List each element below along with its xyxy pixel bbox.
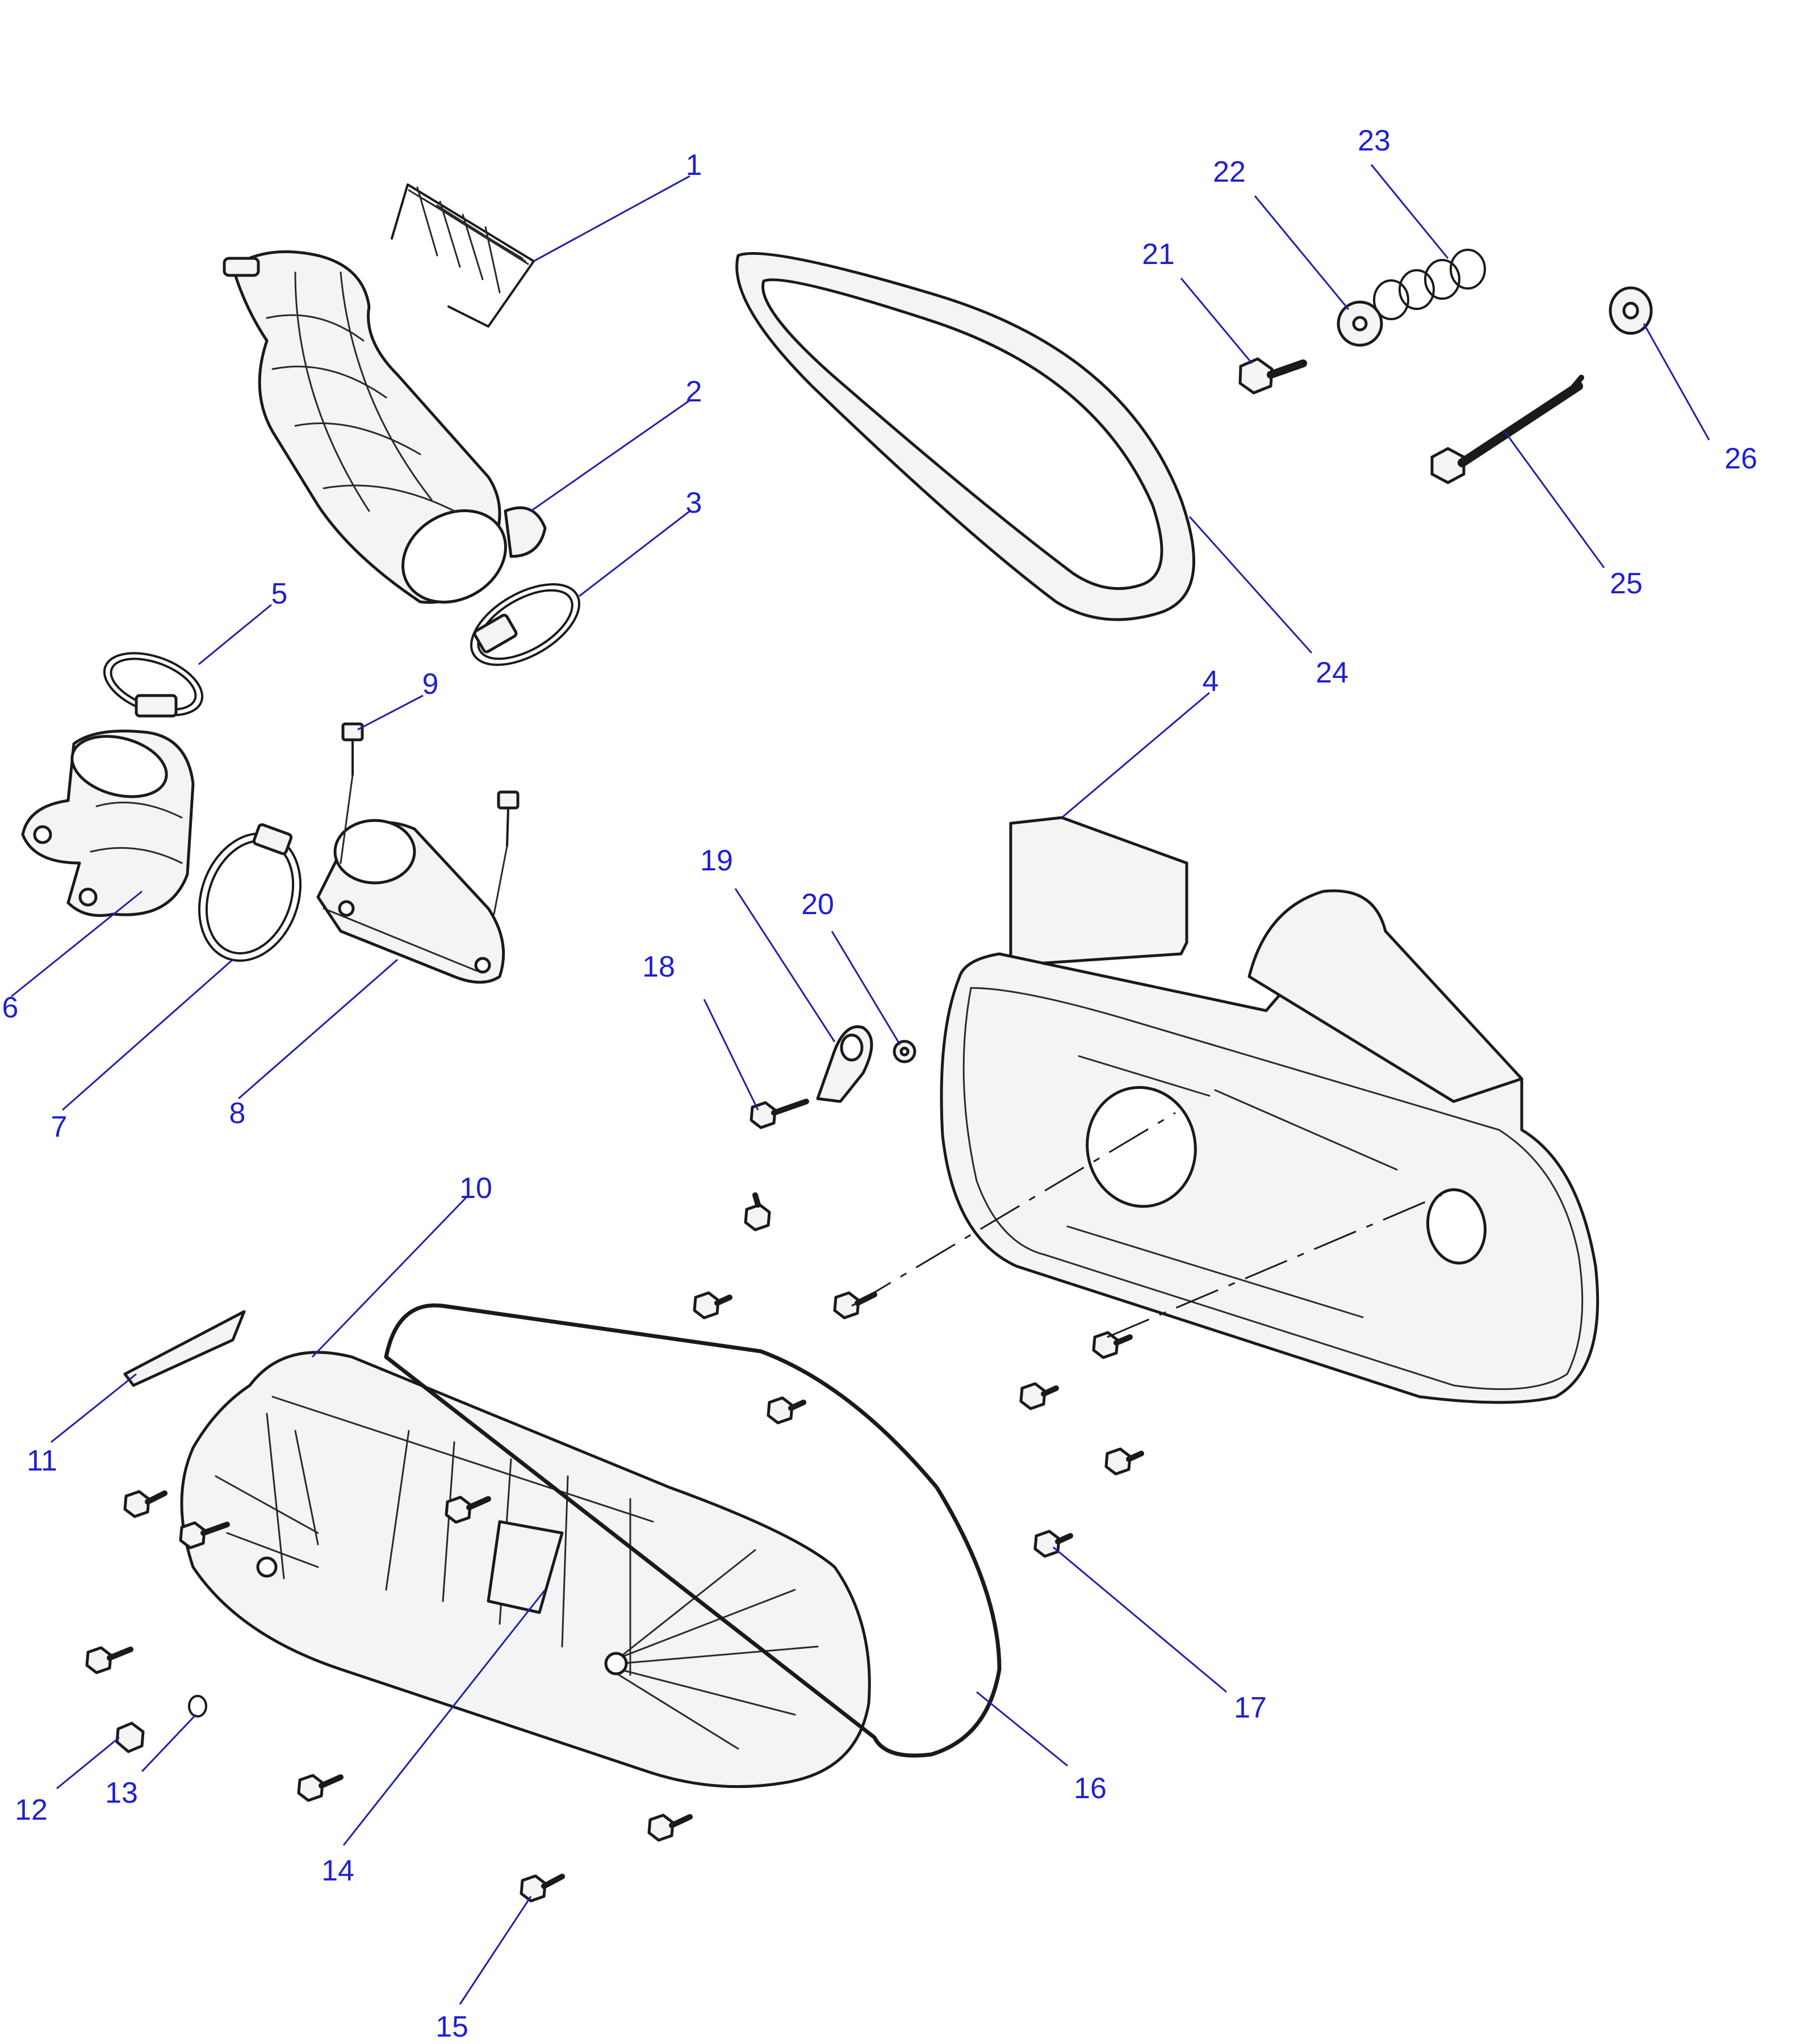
part-17-bolt — [1033, 1530, 1073, 1558]
part-15-bolt — [520, 1874, 565, 1903]
part-13-o-ring — [188, 1695, 207, 1718]
part-24-drive-belt — [735, 252, 1195, 621]
part-11-decal — [123, 1310, 246, 1387]
part-22-washer — [1337, 300, 1383, 347]
part-2-intake-duct — [223, 250, 547, 604]
part-16-cover-seal — [384, 1303, 1002, 1758]
part-7-hose-clamp — [198, 823, 302, 962]
part-26-washer — [1609, 286, 1653, 335]
callout-22: 22 — [1213, 156, 1246, 189]
callout-3: 3 — [686, 487, 702, 520]
callout-6: 6 — [2, 991, 19, 1024]
callout-1: 1 — [686, 149, 702, 182]
part-8-adapter-plate — [316, 819, 505, 984]
callout-25: 25 — [1610, 567, 1643, 600]
part-3-hose-clamp — [470, 583, 580, 666]
part-25-long-bolt — [1430, 375, 1584, 484]
callout-15: 15 — [436, 2011, 468, 2043]
cover-bolts — [85, 1040, 1144, 1903]
callout-10: 10 — [459, 1172, 492, 1205]
part-21-bolt — [1238, 357, 1307, 395]
callout-12: 12 — [15, 1794, 48, 1827]
callout-2: 2 — [686, 375, 702, 408]
part-20-nut — [893, 1040, 916, 1063]
part-23-spacers — [1373, 249, 1486, 320]
callout-21: 21 — [1142, 238, 1175, 271]
callout-18: 18 — [642, 950, 675, 983]
callout-19: 19 — [700, 844, 733, 877]
callout-26: 26 — [1724, 442, 1757, 475]
callout-20: 20 — [801, 888, 834, 921]
callout-24: 24 — [1316, 656, 1349, 689]
callout-14: 14 — [321, 1854, 354, 1887]
part-10-outer-clutch-cover — [180, 1351, 871, 1789]
callout-9: 9 — [422, 668, 439, 701]
callout-5: 5 — [271, 577, 288, 610]
part-1-screen — [391, 183, 535, 328]
callout-11: 11 — [27, 1444, 57, 1477]
callout-4: 4 — [1203, 665, 1219, 698]
part-5-hose-clamp — [103, 652, 204, 718]
part-19-p-clamp — [816, 1025, 873, 1103]
callout-13: 13 — [105, 1777, 138, 1810]
callout-17: 17 — [1234, 1691, 1267, 1724]
part-6-intake-adapter — [21, 730, 195, 917]
part-9-bolts — [340, 722, 520, 915]
callout-8: 8 — [229, 1097, 246, 1130]
callout-16: 16 — [1074, 1772, 1107, 1805]
callout-labels: 1 2 3 4 5 6 7 8 9 10 11 12 13 14 15 16 1… — [2, 124, 1757, 2043]
part-18-bolt — [750, 1099, 809, 1129]
assembly-axis-lines — [851, 1112, 1448, 1338]
leader-lines — [11, 164, 1710, 2005]
part-4-inner-clutch-cover — [940, 816, 1600, 1404]
callout-7: 7 — [51, 1111, 68, 1144]
callout-23: 23 — [1358, 124, 1391, 157]
part-12-drain-plug — [115, 1722, 145, 1753]
